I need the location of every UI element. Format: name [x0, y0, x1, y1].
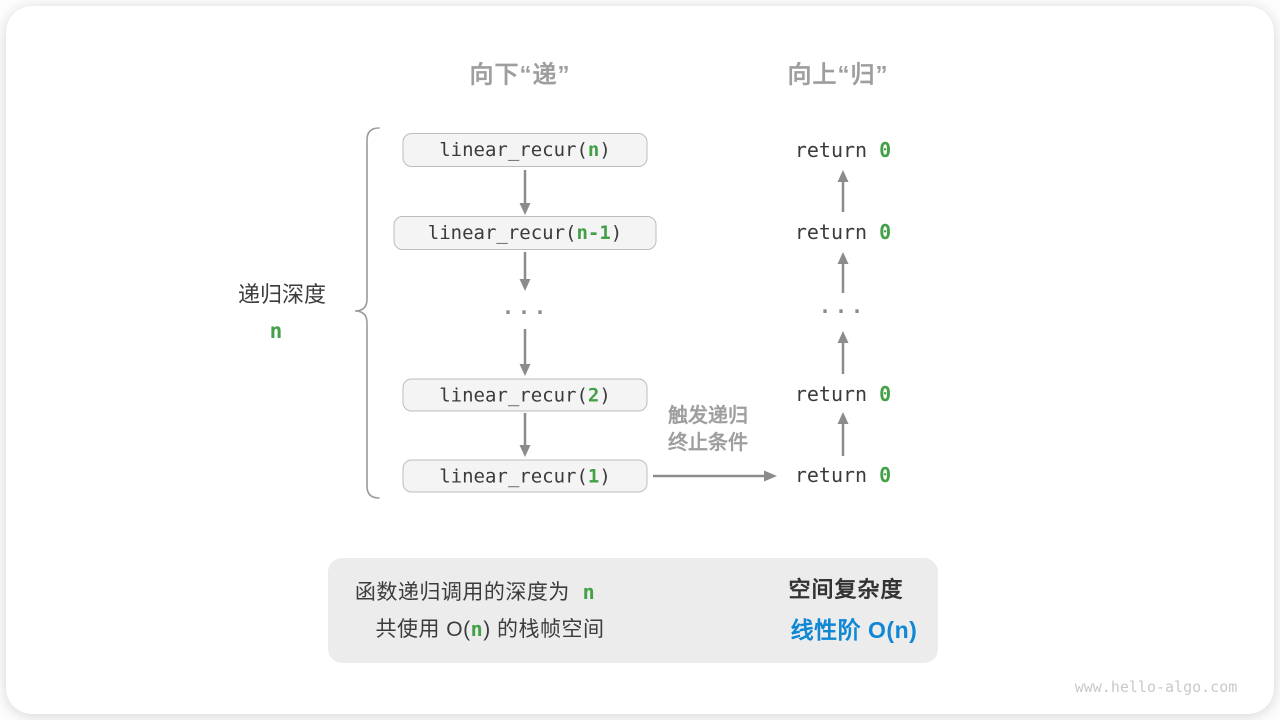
depth-value: n	[269, 319, 283, 343]
summary-line1-text: 函数递归调用的深度为	[354, 581, 570, 604]
call-text: linear_recur(	[439, 465, 588, 487]
watermark: www.hello-algo.com	[1074, 678, 1238, 696]
summary-result-value: n	[894, 617, 910, 643]
depth-label: 递归深度	[237, 282, 327, 307]
summary-result-suffix: )	[909, 617, 918, 643]
summary-line2-value: n	[470, 617, 484, 641]
call-arg: 2	[587, 384, 600, 406]
return-value: 0	[879, 220, 892, 244]
call-text: )	[599, 139, 611, 161]
return-statement: return 0	[795, 138, 891, 162]
return-value: 0	[879, 463, 892, 487]
call-arg: n	[587, 139, 600, 161]
return-keyword: return	[794, 220, 868, 244]
base-case-line1: 触发递归	[668, 405, 748, 427]
summary-result-prefix: 线性阶 O(	[790, 617, 895, 643]
call-arg: 1	[587, 465, 600, 487]
summary-right-result: 线性阶 O(n)	[791, 611, 918, 645]
return-value: 0	[879, 382, 892, 406]
call-box-1: linear_recur(1)	[402, 459, 648, 493]
summary-panel	[328, 558, 938, 663]
call-box-n-1: linear_recur(n-1)	[393, 216, 657, 250]
base-case-label: 触发递归 终止条件	[668, 403, 748, 457]
summary-line2-prefix: 共使用 O(	[375, 618, 471, 641]
summary-line2: 共使用 O(n) 的栈帧空间	[375, 613, 604, 643]
return-value: 0	[879, 138, 892, 162]
call-text: )	[610, 222, 623, 244]
return-statement: return 0	[795, 463, 891, 487]
column-header-ascend: 向上“归”	[787, 61, 889, 89]
call-box-2: linear_recur(2)	[402, 378, 648, 412]
return-keyword: return	[794, 463, 868, 487]
call-arg: n-1	[576, 222, 611, 244]
summary-right-title: 空间复杂度	[788, 577, 904, 602]
summary-line2-suffix: ) 的栈帧空间	[483, 618, 605, 641]
return-statement: return 0	[795, 220, 891, 244]
call-box-n: linear_recur(n)	[402, 133, 648, 167]
return-keyword: return	[794, 138, 868, 162]
call-text: )	[599, 384, 611, 406]
summary-line1: 函数递归调用的深度为 n	[355, 576, 595, 606]
call-text: linear_recur(	[439, 139, 588, 161]
call-text: linear_recur(	[439, 384, 588, 406]
column-header-descend: 向下“递”	[469, 61, 571, 89]
call-text: linear_recur(	[427, 222, 577, 244]
return-statement: return 0	[795, 382, 891, 406]
base-case-line2: 终止条件	[668, 432, 748, 454]
summary-line1-value: n	[582, 580, 596, 604]
call-text: )	[599, 465, 611, 487]
return-keyword: return	[794, 382, 868, 406]
ellipsis-left: ...	[501, 295, 551, 319]
ellipsis-right: ...	[818, 294, 868, 318]
